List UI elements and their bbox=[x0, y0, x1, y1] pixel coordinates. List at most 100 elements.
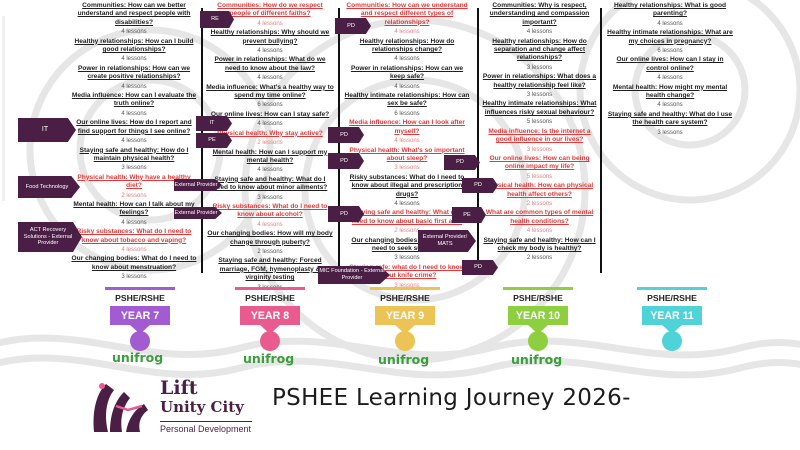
tag-pd-6: PD bbox=[462, 178, 498, 193]
topic-lessons: 3 lessons bbox=[121, 165, 147, 172]
topic-title: Our online lives: How can being online i… bbox=[489, 154, 590, 171]
topic-title: Staying safe and healthy: What do I use … bbox=[607, 110, 733, 127]
topic-item: Media influence: How can I evaluate the … bbox=[70, 92, 198, 118]
year-11-label: YEAR 11 bbox=[642, 306, 702, 325]
topic-item: Our changing bodies: What do I need to k… bbox=[70, 255, 198, 281]
topic-item: Media influence: What's a healthy way to… bbox=[206, 84, 334, 110]
year-11-bar bbox=[637, 287, 707, 290]
topic-lessons: 4 lessons bbox=[257, 20, 283, 27]
tag-pd-5: PD bbox=[444, 155, 480, 170]
tag-pd-3: PD bbox=[328, 153, 364, 169]
logo-line-personal-development: Personal Development bbox=[160, 424, 252, 434]
topic-title: Healthy intimate relationships: How can … bbox=[344, 92, 470, 108]
topic-item: Our online lives: How can being online i… bbox=[482, 155, 597, 181]
tag-it-small: IT bbox=[196, 116, 232, 131]
topic-lessons: 4 lessons bbox=[394, 29, 420, 36]
topic-title: Healthy relationships: Why should we pre… bbox=[210, 29, 330, 45]
topic-title: Healthy relationships: How can I build g… bbox=[74, 37, 194, 54]
topic-item: Healthy relationships: How can I build g… bbox=[70, 38, 198, 64]
year-10-label: YEAR 10 bbox=[508, 306, 568, 325]
year-9-subject: PSHE/RSHE bbox=[380, 293, 430, 303]
topic-lessons: 4 lessons bbox=[526, 228, 553, 235]
year-7-subject: PSHE/RSHE bbox=[115, 293, 165, 303]
topic-title: Media influence: Is the internet a good … bbox=[488, 127, 591, 144]
year-7-arrow bbox=[130, 325, 150, 334]
topic-title: Communities: Why is respect, understandi… bbox=[489, 2, 590, 26]
topic-lessons: 5 lessons bbox=[526, 119, 553, 126]
year-11-topics: Healthy relationships: What is good pare… bbox=[606, 2, 734, 138]
tag-pe: PE bbox=[196, 133, 232, 148]
topic-item: Healthy relationships: What is good pare… bbox=[606, 2, 734, 28]
topic-lessons: 4 lessons bbox=[257, 48, 283, 55]
tag-pe-2: PE bbox=[452, 207, 486, 223]
year-9-dot bbox=[395, 331, 415, 351]
topic-item: Healthy relationships: How do relationsh… bbox=[343, 38, 471, 64]
topic-title: Our online lives: How can I stay in cont… bbox=[616, 56, 724, 72]
tag-mic-foundation: MIC Foundation - External Provider bbox=[318, 266, 390, 284]
topic-lessons: 3 lessons bbox=[121, 274, 147, 281]
tag-pd-1: PD bbox=[335, 18, 371, 34]
topic-lessons: 4 lessons bbox=[121, 83, 147, 90]
topic-lessons: 3 lessons bbox=[394, 282, 420, 289]
year-9-topics: Communities: How can we understand and r… bbox=[343, 2, 471, 291]
year-10-bar bbox=[503, 287, 573, 290]
topic-title: Our online lives: How do I report and fi… bbox=[76, 119, 192, 135]
topic-title: Risky substances: What do I need to know… bbox=[76, 228, 192, 244]
year-10-subject: PSHE/RSHE bbox=[513, 293, 563, 303]
topic-title: Our changing bodies: How will my body ch… bbox=[207, 230, 333, 246]
topic-lessons: 3 lessons bbox=[526, 146, 553, 153]
topic-lessons: 6 lessons bbox=[394, 110, 420, 117]
topic-item: Mental health: How can I support my ment… bbox=[206, 149, 334, 175]
topic-title: What are common types of mental health c… bbox=[485, 209, 594, 225]
topic-lessons: 6 lessons bbox=[657, 48, 683, 55]
topic-item: Power in relationships: How can we creat… bbox=[70, 65, 198, 91]
topic-title: Power in relationships: How can we keep … bbox=[350, 64, 464, 81]
topic-item: Communities: How can we understand and r… bbox=[343, 2, 471, 37]
topic-item: Physical health: What's so important abo… bbox=[343, 147, 471, 173]
topic-lessons: 3 lessons bbox=[526, 64, 553, 71]
lift-unity-city-logo-icon bbox=[93, 383, 148, 432]
topic-title: Risky substances: What do I need to know… bbox=[349, 173, 465, 198]
topic-lessons: 3 lessons bbox=[526, 92, 553, 99]
topic-item: Our online lives: How can I stay in cont… bbox=[606, 56, 734, 82]
topic-title: Power in relationships: What does a heal… bbox=[482, 73, 597, 89]
logo-line-lift: Lift bbox=[160, 377, 198, 399]
divider-line-3 bbox=[477, 8, 479, 273]
topic-item: Healthy intimate relationships: What inf… bbox=[482, 100, 597, 126]
topic-lessons: 4 lessons bbox=[257, 75, 283, 82]
topic-item: Power in relationships: What do we need … bbox=[206, 56, 334, 82]
topic-lessons: 4 lessons bbox=[121, 29, 147, 36]
topic-item: Media influence: Is the internet a good … bbox=[482, 128, 597, 154]
topic-item: Staying safe and healthy: What do I need… bbox=[206, 176, 334, 202]
topic-title: Power in relationships: How can we creat… bbox=[77, 64, 191, 81]
topic-lessons: 4 lessons bbox=[121, 56, 147, 63]
topic-lessons: 4 lessons bbox=[657, 102, 683, 109]
topic-item: Power in relationships: How can we keep … bbox=[343, 65, 471, 91]
topic-title: Staying safe and healthy: How do I maint… bbox=[79, 146, 189, 162]
tag-pd-4: PD bbox=[328, 206, 364, 222]
year-8-dot bbox=[260, 331, 280, 351]
topic-lessons: 4 lessons bbox=[394, 138, 420, 145]
topic-title: Our changing bodies: What do I need to k… bbox=[71, 255, 197, 271]
topic-title: Media influence: How can I evaluate the … bbox=[71, 92, 197, 108]
topic-title: Mental health: How can I support my ment… bbox=[212, 148, 328, 164]
topic-item: Risky substances: What do I need to know… bbox=[206, 203, 334, 229]
topic-lessons: 2 lessons bbox=[394, 228, 420, 235]
topic-title: Our changing bodies: When might I need t… bbox=[351, 236, 463, 252]
topic-lessons: 4 lessons bbox=[121, 246, 147, 253]
topic-title: Mental health: How might my mental healt… bbox=[612, 83, 728, 100]
topic-title: Staying safe: what do I need to know abo… bbox=[349, 263, 465, 280]
topic-title: Media influence: How can I look after my… bbox=[349, 119, 465, 135]
topic-lessons: 3 lessons bbox=[657, 129, 683, 136]
topic-lessons: 2 lessons bbox=[526, 200, 553, 207]
divider-line-4 bbox=[600, 8, 602, 273]
topic-lessons: 2 lessons bbox=[257, 248, 283, 255]
topic-lessons: 5 lessons bbox=[526, 173, 553, 180]
topic-title: Physical health: What's so important abo… bbox=[349, 146, 465, 162]
year-8-subject: PSHE/RSHE bbox=[245, 293, 295, 303]
year-10-arrow bbox=[528, 325, 548, 334]
year-10-dot bbox=[528, 331, 548, 351]
topic-lessons: 4 lessons bbox=[257, 221, 283, 228]
unifrog-logo-4: unifrog bbox=[511, 352, 563, 367]
